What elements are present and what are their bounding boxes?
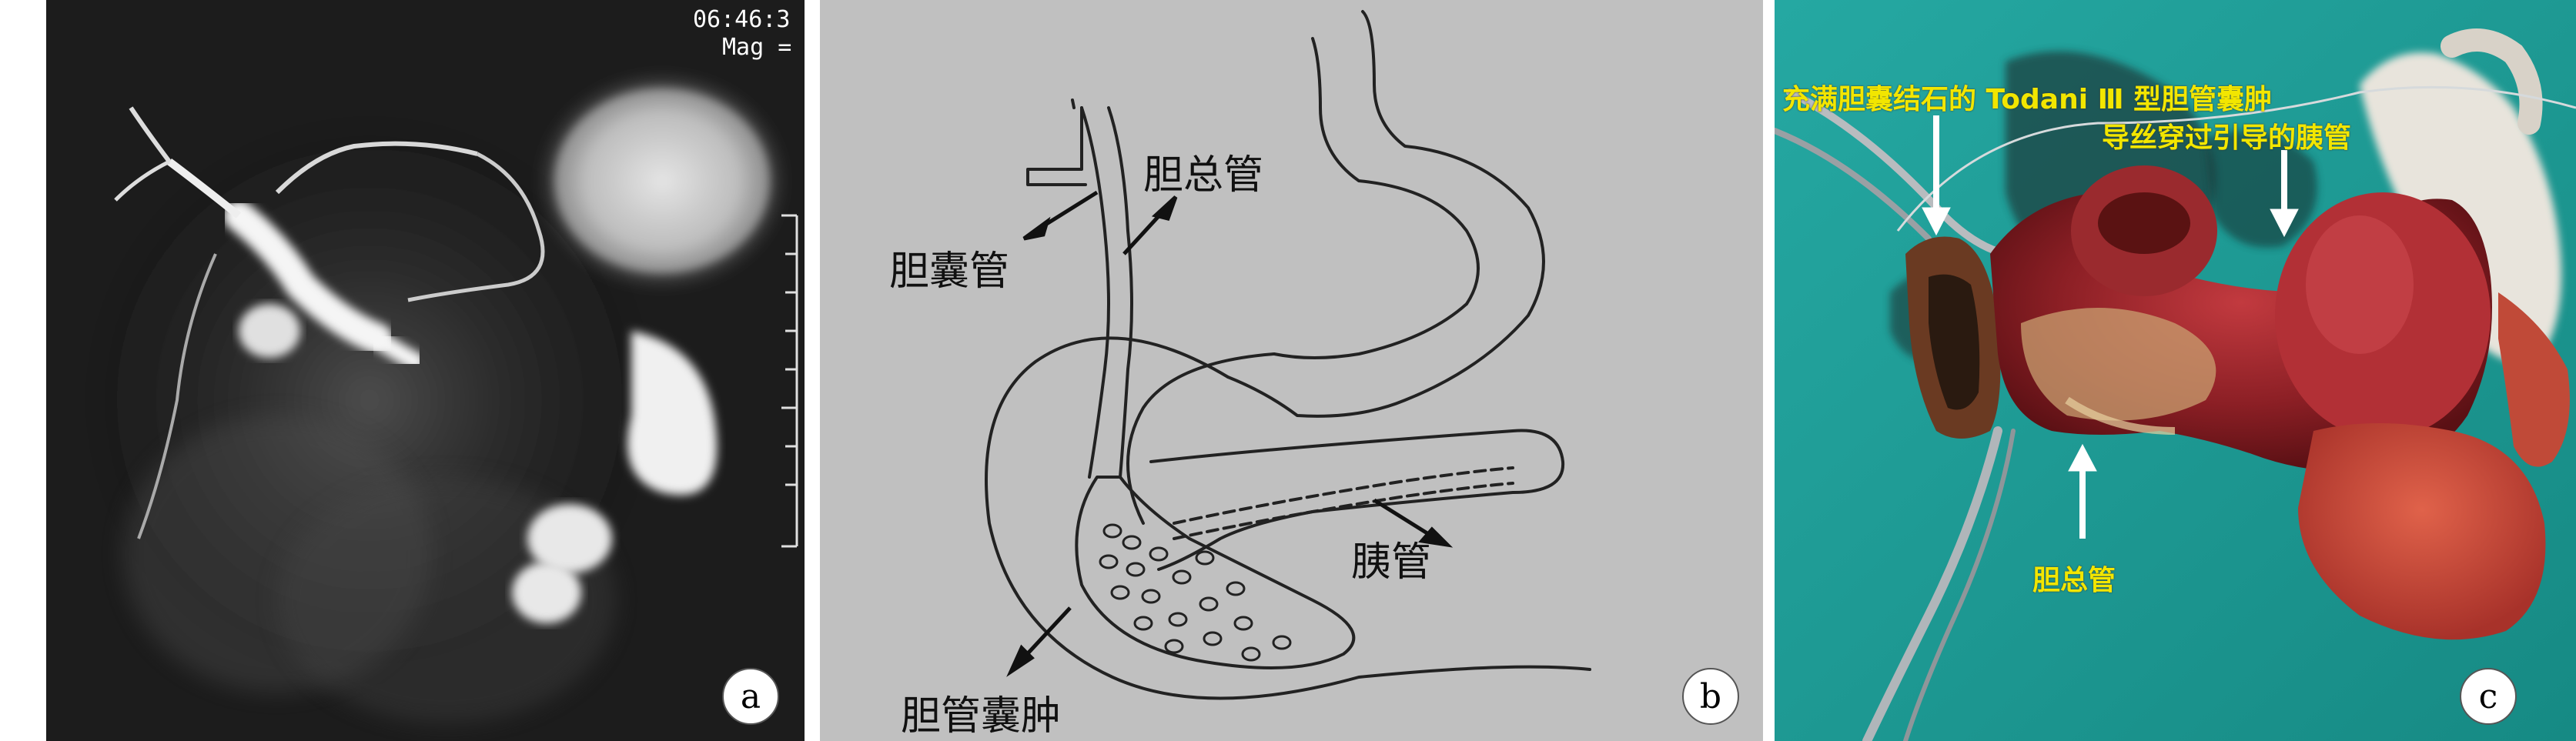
common-bile-duct	[1080, 106, 1110, 479]
anatomy-schematic	[820, 0, 1763, 741]
pancreatic-duct	[1173, 466, 1514, 525]
panel-b-letter: b	[1682, 668, 1739, 725]
cyst-stones	[1099, 523, 1292, 662]
arrow-guidewire-head	[2270, 209, 2299, 238]
mri-mag-text: Mag =	[722, 34, 792, 61]
label-todani-cyst: 充满胆囊结石的 Todani Ⅲ 型胆管囊肿	[1782, 84, 2273, 115]
mri-timestamp-text: 06:46:3	[693, 6, 791, 33]
label-choledochal-cyst: 胆管囊肿	[901, 693, 1062, 739]
pancreas-outline	[1149, 429, 1565, 571]
mrcp-image	[46, 0, 805, 741]
label-cystic-duct: 胆囊管	[889, 249, 1010, 295]
label-guidewire-pancreatic-duct: 导丝穿过引导的胰管	[2102, 122, 2352, 154]
panel-c-surgical-photo: 充满胆囊结石的 Todani Ⅲ 型胆管囊肿 导丝穿过引导的胰管 胆总管 c	[1775, 0, 2576, 741]
arrow-cyst-head	[1922, 207, 1951, 236]
arrow-cbd-head	[2068, 443, 2097, 472]
label-pancreatic-duct: 胰管	[1351, 539, 1432, 586]
arrow-pancreatic-duct	[1373, 498, 1437, 541]
surgical-photo	[1775, 0, 2576, 741]
label-common-bile-duct: 胆总管	[1143, 152, 1264, 199]
panel-a-mrcp-image: 06:46:3 Mag = a	[46, 0, 805, 741]
stomach-outline	[1226, 10, 1545, 418]
choledochal-cyst-outline	[1075, 476, 1356, 669]
panel-c-letter: c	[2460, 668, 2517, 725]
panel-b-schematic: 胆总管 胆囊管 胰管 胆管囊肿 b	[820, 0, 1763, 741]
label-common-bile-duct-photo: 胆总管	[2032, 565, 2116, 596]
panel-a-letter: a	[722, 668, 779, 725]
